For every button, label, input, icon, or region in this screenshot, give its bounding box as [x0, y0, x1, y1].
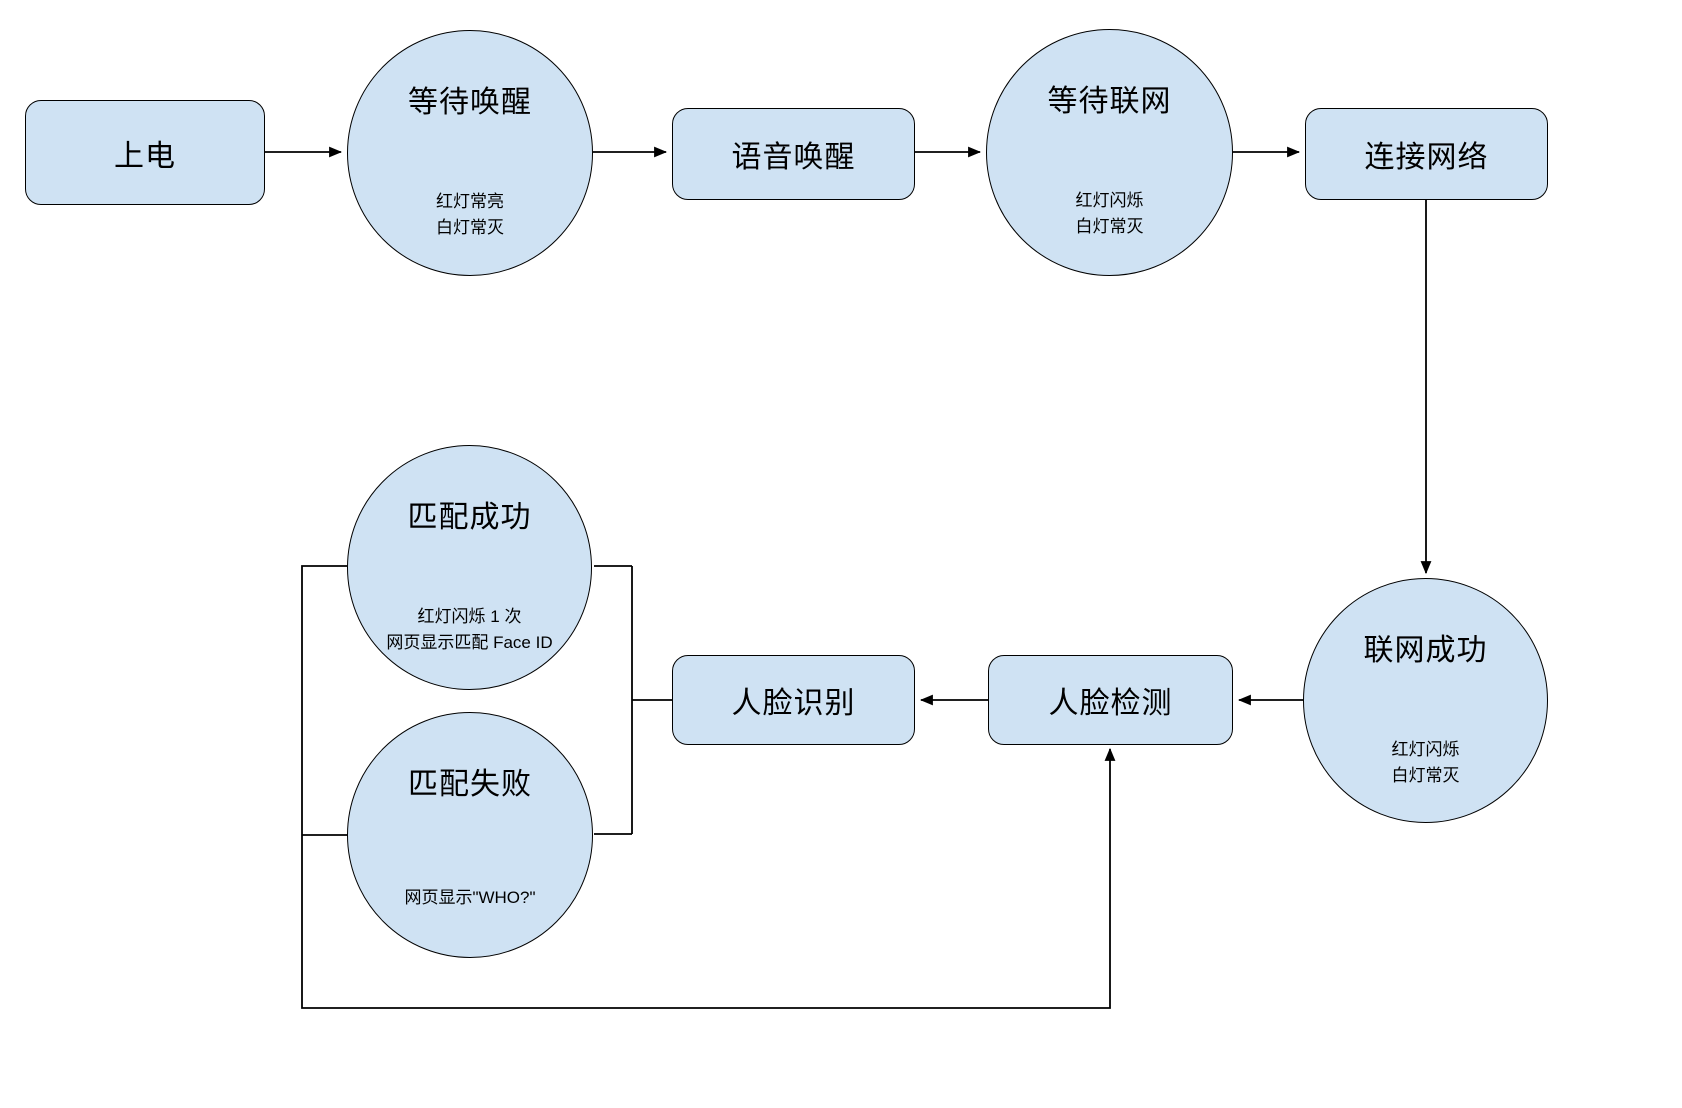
node-face-detect: 人脸检测: [988, 655, 1233, 745]
node-power-on: 上电: [25, 100, 265, 205]
node-network-success-subline-1: 红灯闪烁: [1391, 740, 1460, 759]
node-wait-network-subline-1: 红灯闪烁: [1075, 191, 1144, 210]
node-match-fail-title: 匹配失败: [408, 768, 532, 801]
node-wait-wake-subtext: 红灯常亮 白灯常灭: [348, 189, 592, 241]
node-power-on-label: 上电: [114, 139, 176, 173]
node-wait-network-title: 等待联网: [1047, 85, 1172, 118]
node-voice-wake: 语音唤醒: [672, 108, 915, 200]
node-face-recognize-label: 人脸识别: [731, 687, 856, 720]
node-wait-network: 等待联网 红灯闪烁 白灯常灭: [986, 29, 1233, 276]
node-match-success-subline-1: 红灯闪烁 1 次: [417, 607, 522, 626]
node-wait-wake: 等待唤醒 红灯常亮 白灯常灭: [347, 30, 593, 276]
node-connect-network-label: 连接网络: [1364, 141, 1489, 174]
node-network-success-subtext: 红灯闪烁 白灯常灭: [1304, 737, 1547, 789]
node-network-success: 联网成功 红灯闪烁 白灯常灭: [1303, 578, 1548, 823]
node-match-fail: 匹配失败 网页显示"WHO?": [347, 712, 593, 958]
node-network-success-title: 联网成功: [1363, 634, 1488, 667]
node-wait-wake-title: 等待唤醒: [408, 86, 532, 119]
node-face-detect-label: 人脸检测: [1048, 687, 1173, 720]
node-wait-network-subtext: 红灯闪烁 白灯常灭: [987, 188, 1232, 240]
node-connect-network: 连接网络: [1305, 108, 1548, 200]
line-loop-back-to-face-detect: [301, 565, 1116, 1009]
node-voice-wake-label: 语音唤醒: [731, 141, 856, 174]
node-face-recognize: 人脸识别: [672, 655, 915, 745]
node-match-success-title: 匹配成功: [407, 501, 532, 534]
node-match-fail-subline-1: 网页显示"WHO?": [404, 888, 536, 907]
node-match-success-subtext: 红灯闪烁 1 次 网页显示匹配 Face ID: [348, 604, 591, 656]
node-match-fail-subtext: 网页显示"WHO?": [348, 885, 592, 911]
node-wait-network-subline-2: 白灯常灭: [1075, 217, 1144, 236]
node-wait-wake-subline-1: 红灯常亮: [436, 192, 504, 211]
node-match-success-subline-2: 网页显示匹配 Face ID: [386, 633, 553, 652]
node-network-success-subline-2: 白灯常灭: [1391, 766, 1460, 785]
node-match-success: 匹配成功 红灯闪烁 1 次 网页显示匹配 Face ID: [347, 445, 592, 690]
node-wait-wake-subline-2: 白灯常灭: [436, 218, 504, 237]
